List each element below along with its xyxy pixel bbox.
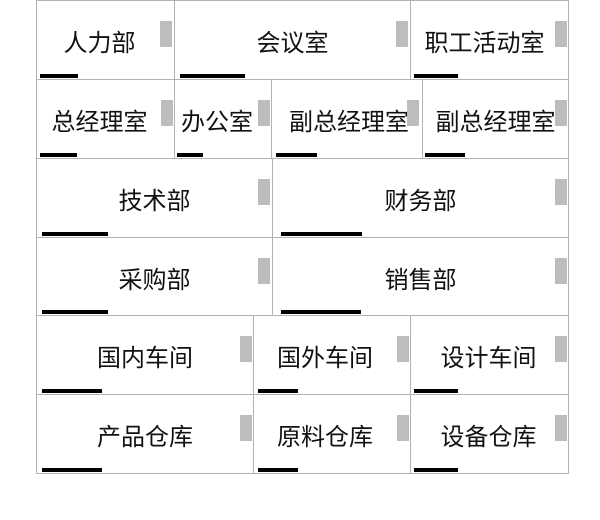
room-label: 人力部 [63, 28, 136, 57]
room-handle [397, 336, 409, 362]
room-handle [396, 21, 408, 47]
room-label: 会议室 [256, 28, 329, 57]
room-handle [555, 179, 567, 205]
room-label: 国外车间 [277, 343, 373, 372]
room-underline [40, 153, 77, 157]
room-underline [414, 468, 458, 472]
room-handle [555, 258, 567, 284]
room-zongjingli: 总经理室 [36, 79, 175, 159]
room-label: 副总经理室 [289, 107, 409, 136]
room-underline [258, 389, 298, 393]
room-label: 副总经理室 [435, 107, 556, 136]
room-underline [177, 153, 203, 157]
room-label: 总经理室 [51, 107, 148, 136]
room-handle [160, 21, 172, 47]
room-handle [258, 258, 270, 284]
room-label: 设备仓库 [440, 422, 537, 451]
room-chanpin: 产品仓库 [36, 394, 254, 474]
room-underline [258, 468, 298, 472]
room-underline [276, 153, 317, 157]
room-label: 职工活动室 [424, 28, 545, 57]
room-underline [414, 389, 458, 393]
room-shebei: 设备仓库 [410, 394, 569, 474]
room-underline [42, 389, 102, 393]
room-xiaoshou: 销售部 [272, 237, 569, 316]
room-handle [240, 415, 252, 441]
room-underline [42, 468, 102, 472]
room-handle [258, 100, 270, 126]
room-fuzong-2: 副总经理室 [422, 79, 569, 159]
room-label: 办公室 [181, 107, 253, 136]
room-handle [240, 336, 252, 362]
room-label: 财务部 [384, 186, 457, 215]
room-label: 采购部 [118, 265, 191, 294]
room-caiwu: 财务部 [272, 158, 569, 238]
room-huiyi: 会议室 [174, 0, 411, 80]
room-label: 技术部 [118, 186, 191, 215]
room-underline [414, 74, 458, 78]
room-underline [281, 232, 362, 236]
room-jishu: 技术部 [36, 158, 273, 238]
room-label: 销售部 [384, 265, 457, 294]
room-bangong: 办公室 [174, 79, 272, 159]
room-handle [555, 100, 567, 126]
room-label: 产品仓库 [97, 422, 193, 451]
room-zhigong: 职工活动室 [410, 0, 569, 80]
room-handle [555, 415, 567, 441]
room-renli: 人力部 [36, 0, 175, 80]
room-caigou: 采购部 [36, 237, 273, 316]
room-label: 设计车间 [440, 343, 537, 372]
room-label: 国内车间 [97, 343, 193, 372]
room-underline [425, 153, 465, 157]
room-handle [407, 100, 419, 126]
room-yuanliao: 原料仓库 [253, 394, 411, 474]
room-underline [40, 74, 78, 78]
room-underline [42, 232, 108, 236]
room-guowai: 国外车间 [253, 315, 411, 395]
room-underline [281, 310, 361, 314]
room-handle [258, 179, 270, 205]
room-guonei: 国内车间 [36, 315, 254, 395]
room-handle [555, 336, 567, 362]
room-handle [397, 415, 409, 441]
room-label: 原料仓库 [277, 422, 373, 451]
room-underline [180, 74, 245, 78]
room-underline [42, 310, 108, 314]
room-handle [161, 100, 173, 126]
room-sheji: 设计车间 [410, 315, 569, 395]
room-fuzong-1: 副总经理室 [271, 79, 423, 159]
room-handle [555, 21, 567, 47]
